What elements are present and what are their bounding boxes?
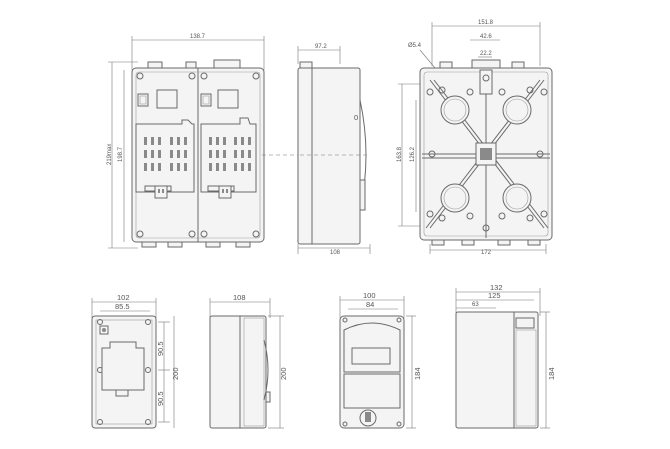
single-front-view-2: 100 84 184 (339, 291, 422, 429)
dim-back-top2: 42.6 (480, 34, 492, 40)
dim-back-top: 151.8 (478, 20, 494, 26)
dim-front-width: 138.7 (190, 34, 206, 40)
dim-back-left1: 163.8 (397, 146, 403, 162)
side-label-o: 0 (354, 113, 358, 122)
dim-s1-right1: 90.5 (156, 341, 165, 356)
dim-s4-top1: 132 (490, 283, 503, 292)
dim-back-bottom: 172 (481, 250, 492, 256)
dim-back-hole: Ø5.4 (408, 43, 422, 49)
socket-pins-right (209, 137, 251, 171)
dim-s4-height: 184 (547, 367, 556, 380)
front-view: 138.7 219max 198.7 (107, 34, 300, 249)
dim-back-top3: 22.2 (480, 51, 492, 57)
dim-front-height-inner: 198.7 (118, 146, 124, 162)
dim-s3-top1: 100 (363, 291, 376, 300)
dim-s2-top: 108 (233, 293, 246, 302)
back-view: 151.8 42.6 22.2 Ø5.4 163.8 126.2 (397, 20, 553, 256)
single-side-view-2: 132 125 63 184 (455, 283, 556, 429)
dim-front-height-outer: 219max (107, 144, 113, 165)
dim-side-bottom: 108 (330, 250, 341, 256)
dim-s1-height: 200 (171, 367, 180, 380)
single-side-view: 108 200 (209, 293, 288, 429)
dim-s1-top2: 85.5 (115, 302, 130, 311)
single-front-view: 102 85.5 90.5 90.5 200 (91, 293, 180, 429)
dim-s3-height: 184 (413, 367, 422, 380)
dim-s3-top2: 84 (366, 300, 374, 309)
dim-back-left2: 126.2 (410, 146, 416, 162)
side-view: 97.2 0 108 (297, 44, 371, 256)
back-mounting-holes (426, 74, 548, 232)
dim-s2-height: 200 (279, 367, 288, 380)
dim-s4-top2: 125 (488, 291, 501, 300)
dim-s1-right2: 90.5 (156, 391, 165, 406)
dim-side-top: 97.2 (315, 44, 327, 50)
dim-s4-top3: 63 (472, 302, 479, 308)
socket-pins-left (144, 137, 187, 171)
dim-s1-top1: 102 (117, 293, 130, 302)
